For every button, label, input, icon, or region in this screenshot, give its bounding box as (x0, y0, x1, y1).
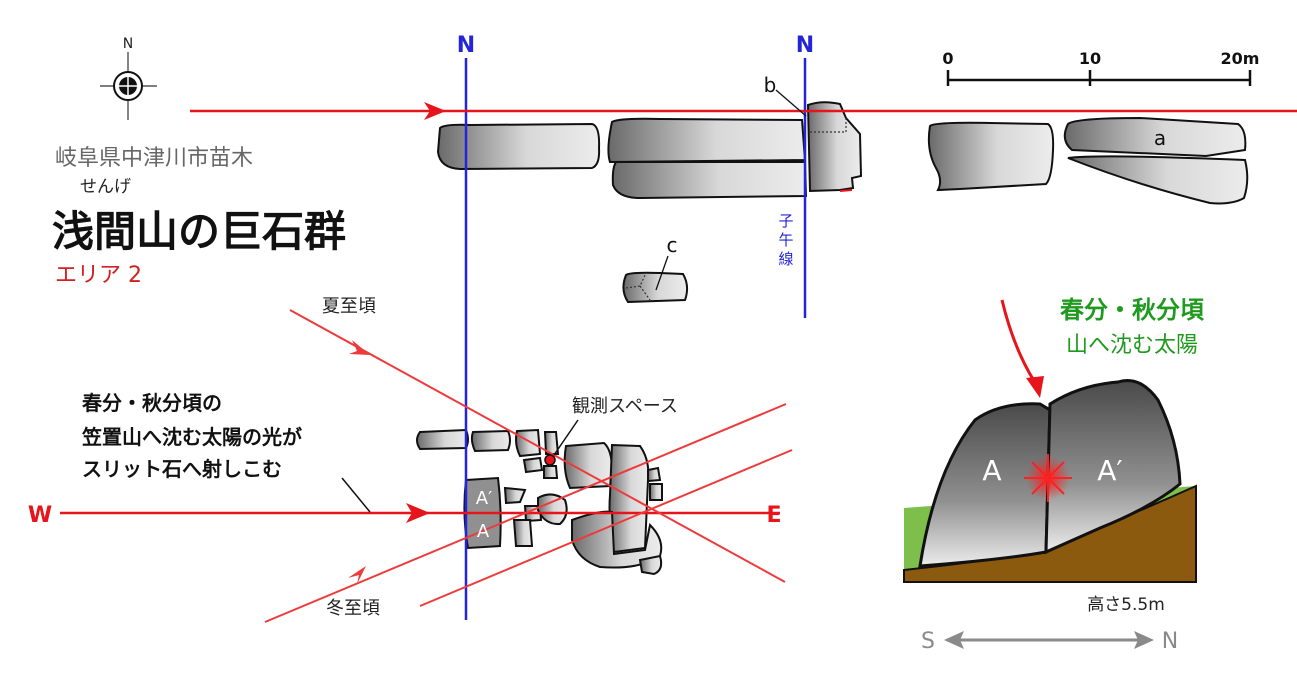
scale-tick-10: 10 (1079, 49, 1101, 68)
inset-height-label: 高さ5.5m (1087, 595, 1165, 615)
observation-leader (553, 419, 579, 456)
equinox-note-line-1: 春分・秋分頃の (81, 391, 222, 415)
inset-illustration (903, 299, 1197, 583)
compass-north-label: N (123, 36, 133, 52)
page-title: 浅間山の巨石群 (52, 207, 346, 256)
east-label: E (766, 503, 781, 528)
scale-tick-0: 0 (942, 49, 953, 68)
area-label: エリア 2 (55, 263, 142, 288)
winter-solstice-label: 冬至頃 (326, 598, 380, 619)
top-stone-group (436, 101, 1249, 205)
stone-c-dotted-outline (625, 272, 651, 301)
stone-a-label: a (1154, 126, 1166, 150)
title-furigana: せんげ (80, 177, 131, 197)
stone-c-leader (655, 255, 669, 291)
west-label: W (28, 503, 52, 528)
south-north-arrow-icon (944, 631, 1154, 649)
stone-b-red-mark (839, 189, 853, 192)
meridian-name-char-2: 午 (778, 231, 793, 249)
summer-solstice-label: 夏至頃 (322, 296, 376, 317)
equinox-note-line-2: 笠置山へ沈む太陽の光が (81, 425, 302, 449)
observation-point (544, 454, 556, 466)
meridian-left-n-label: N (457, 33, 475, 58)
stone-b-dotted-outline (810, 118, 847, 133)
inset-title-line-1: 春分・秋分頃 (1060, 296, 1205, 324)
inset-stone-a-label: A (982, 454, 1001, 487)
summer-solstice-line (289, 309, 786, 583)
inset-title-line-2: 山へ沈む太陽 (1066, 333, 1198, 358)
inset-stone-a-prime-label: A′ (1097, 454, 1123, 487)
scale-tick-20m: 20m (1221, 49, 1260, 68)
observation-space-label: 観測スペース (572, 396, 678, 417)
inset-south-label: S (921, 629, 935, 654)
stone-b-label: b (764, 73, 777, 97)
stone-c (622, 271, 689, 304)
lower-stone-cluster (416, 428, 663, 576)
meridian-right-n-label: N (796, 33, 814, 58)
stone-a-prime-small-label: A′ (476, 488, 492, 509)
location-label: 岐阜県中津川市苗木 (55, 146, 253, 171)
north-compass-icon (100, 52, 157, 120)
meridian-name-char-3: 線 (778, 250, 793, 268)
stone-b-leader (775, 89, 807, 117)
scale-bar (946, 70, 1252, 86)
inset-north-label: N (1162, 629, 1178, 654)
stone-c-label: c (667, 233, 678, 257)
winter-solstice-line (264, 403, 793, 623)
stone-a-small-label: A (477, 521, 490, 542)
equinox-note-line-3: スリット石へ射しこむ (82, 457, 282, 481)
equinox-note-leader (341, 477, 371, 513)
meridian-name-char-1: 子 (778, 212, 793, 230)
